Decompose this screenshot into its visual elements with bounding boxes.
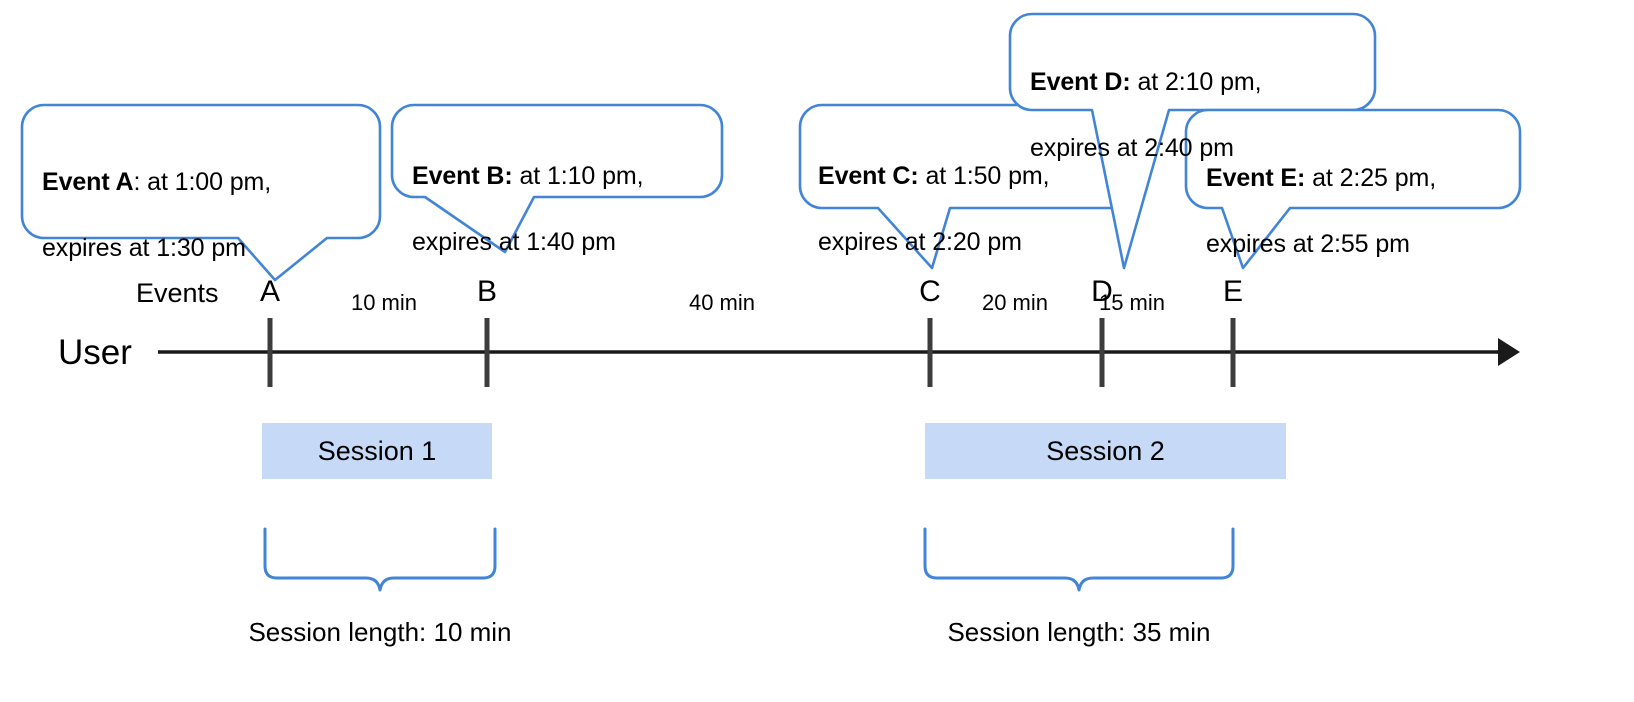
callout-a-rest: at 1:00 pm, — [147, 168, 272, 196]
callout-b-line2: expires at 1:40 pm — [412, 228, 616, 256]
gap-label-d-e: 15 min — [1098, 290, 1166, 315]
marker-label-c: C — [919, 275, 941, 308]
callout-e-rest: at 2:25 pm, — [1312, 164, 1437, 192]
callout-shape-event-b[interactable] — [390, 103, 724, 254]
callout-e-line2: expires at 2:55 pm — [1206, 230, 1410, 258]
callout-text-event-c: Event C: at 1:50 pm, expires at 2:20 pm — [818, 127, 1134, 259]
session-length-caption-1: Session length: 10 min — [248, 617, 512, 647]
callout-a-sep: : — [133, 168, 148, 196]
session-length-caption-2: Session length: 35 min — [947, 617, 1211, 647]
marker-label-b: B — [476, 275, 497, 308]
callout-shape-event-e[interactable] — [1184, 108, 1522, 270]
callout-a-bold: Event A — [42, 168, 134, 196]
session-2-label: Session 2 — [1046, 435, 1165, 466]
marker-label-d: D — [1091, 275, 1113, 308]
callout-e-bold: Event E: — [1206, 164, 1306, 192]
gap-label-b-c: 40 min — [688, 290, 756, 315]
gap-label-a-b: 10 min — [350, 290, 418, 315]
gap-label-c-d: 20 min — [981, 290, 1049, 315]
callout-c-rest: at 1:50 pm, — [925, 162, 1050, 190]
callout-d-line2: expires at 2:40 pm — [1030, 134, 1234, 162]
callout-b-rest: at 1:10 pm, — [519, 162, 644, 190]
callout-d-rest: at 2:10 pm, — [1137, 68, 1262, 96]
brace-session-1 — [263, 527, 497, 592]
callout-d-bold: Event D: — [1030, 68, 1131, 96]
callout-b-bold: Event B: — [412, 162, 513, 190]
events-row-label: Events — [136, 278, 219, 308]
session-1-label: Session 1 — [317, 435, 437, 466]
callout-a-line2: expires at 1:30 pm — [42, 234, 246, 262]
callout-c-line2: expires at 2:20 pm — [818, 228, 1022, 256]
callout-text-event-d: Event D: at 2:10 pm, expires at 2:40 pm — [1030, 33, 1370, 165]
callout-text-event-e: Event E: at 2:25 pm, expires at 2:55 pm — [1206, 129, 1518, 261]
series-label-user: User — [58, 333, 132, 372]
brace-session-2 — [923, 527, 1235, 592]
callout-shape-event-a[interactable] — [20, 103, 382, 282]
marker-label-a: A — [259, 275, 280, 308]
marker-label-e: E — [1222, 275, 1243, 308]
session-box-1[interactable]: Session 1 — [262, 423, 492, 479]
callout-c-bold: Event C: — [818, 162, 919, 190]
callout-shape-event-d[interactable] — [1008, 12, 1377, 270]
session-box-2[interactable]: Session 2 — [925, 423, 1286, 479]
callout-text-event-b: Event B: at 1:10 pm, expires at 1:40 pm — [412, 127, 722, 259]
callout-text-event-a: Event A: at 1:00 pm, expires at 1:30 pm — [42, 133, 378, 265]
timeline-arrowhead — [1498, 338, 1520, 366]
